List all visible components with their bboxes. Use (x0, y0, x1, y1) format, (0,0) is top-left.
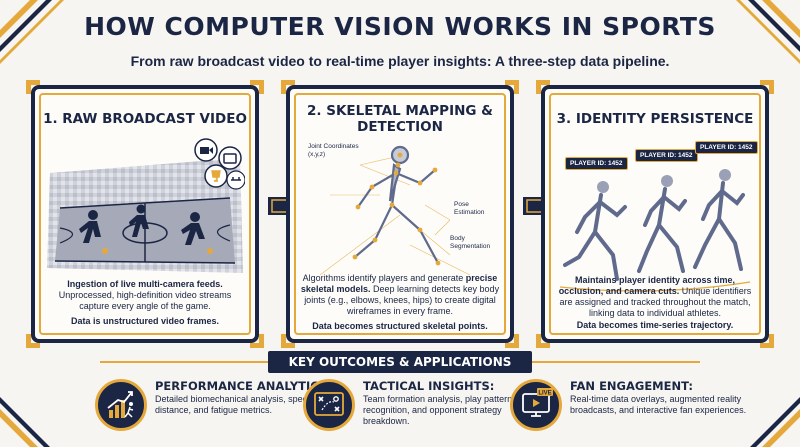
annotation-joint-coordinates: Joint Coordinates (x,y,z) (308, 143, 359, 158)
step-3-description: Maintains player identity across time, o… (555, 275, 755, 331)
step-1-footer: Data is unstructured video frames. (70, 316, 220, 326)
step-2-lead: Algorithms identify players and generate (302, 273, 464, 283)
drone-icon (226, 170, 245, 190)
live-tv-icon: LIVE (510, 379, 562, 431)
outcome-1-text: Detailed biomechanical analysis, speed, … (155, 394, 316, 415)
outcome-3-title: FAN ENGAGEMENT: (570, 379, 693, 393)
annotation-body-segmentation: Body Segmentation (450, 235, 491, 250)
camera-icon (194, 138, 218, 162)
outcome-2-title: TACTICAL INSIGHTS: (363, 379, 495, 393)
chart-runner-icon (95, 379, 147, 431)
step-2-description: Algorithms identify players and generate… (300, 273, 500, 332)
tracked-runner-2 (637, 175, 687, 273)
page-title: HOW COMPUTER VISION WORKS IN SPORTS (84, 12, 716, 41)
annotation-pose-estimation: Pose Estimation (454, 201, 485, 216)
outcome-1-title: PERFORMANCE ANALYTICS: (155, 379, 332, 393)
page-subtitle: From raw broadcast video to real-time pl… (130, 53, 670, 69)
player-id-tag-3: PLAYER ID: 1452 (695, 141, 758, 154)
step-1-text: Unprocessed, high-definition video strea… (58, 290, 232, 311)
tracked-runners-illustration (559, 169, 751, 292)
outcomes-banner: KEY OUTCOMES & APPLICATIONS (268, 351, 532, 373)
step-panel-skeletal-mapping: 2. SKELETAL MAPPING & DETECTION Joint Co… (281, 80, 519, 348)
outcome-2-text: Team formation analysis, play pattern re… (363, 394, 513, 426)
step-panel-raw-video: 1. RAW BROADCAST VIDEO (26, 80, 264, 348)
outcome-tactical-insights: TACTICAL INSIGHTS: Team formation analys… (303, 377, 543, 439)
step-3-footer: Data becomes time-series trajectory. (576, 320, 734, 330)
tv-icon (218, 146, 242, 170)
banner-line-right (532, 361, 700, 363)
banner-line-left (100, 361, 268, 363)
broadcast-video-illustration (47, 138, 245, 273)
step-2-footer: Data becomes structured skeletal points. (312, 321, 488, 331)
step-2-title: 2. SKELETAL MAPPING & DETECTION (307, 103, 493, 135)
tactics-board-icon (303, 379, 355, 431)
trophy-icon (204, 164, 228, 188)
step-3-lead: Maintains player identity across time, o… (558, 275, 736, 296)
skeletal-runner-illustration (319, 145, 471, 276)
tracked-runner-3 (693, 169, 745, 271)
live-badge-text: LIVE (538, 390, 551, 396)
step-1-lead: Ingestion of live multi-camera feeds. (67, 279, 223, 289)
outcome-performance-analytics: PERFORMANCE ANALYTICS: Detailed biomecha… (95, 377, 335, 439)
step-3-title: 3. IDENTITY PERSISTENCE (556, 111, 754, 127)
step-1-description: Ingestion of live multi-camera feeds. Un… (45, 279, 245, 327)
video-player-figure (79, 204, 213, 254)
outcome-fan-engagement: LIVE FAN ENGAGEMENT: Real-time data over… (510, 377, 750, 439)
corner-stripes-bottom-left (0, 397, 50, 447)
player-id-tag-2: PLAYER ID: 1452 (635, 149, 698, 162)
outcome-3-text: Real-time data overlays, augmented reali… (570, 394, 747, 415)
player-id-tag-1: PLAYER ID: 1452 (565, 157, 628, 170)
step-1-title: 1. RAW BROADCAST VIDEO (43, 111, 247, 127)
step-2-text: Deep learning detects key body joints (e… (304, 284, 500, 316)
step-2-bold: precise skeletal models. (300, 273, 498, 294)
step-3-text: Unique identifiers are assigned and trac… (559, 286, 752, 318)
step-panel-identity-persistence: 3. IDENTITY PERSISTENCE PLAYER ID: 1452 … (536, 80, 774, 348)
tracked-runner-1 (563, 181, 627, 281)
